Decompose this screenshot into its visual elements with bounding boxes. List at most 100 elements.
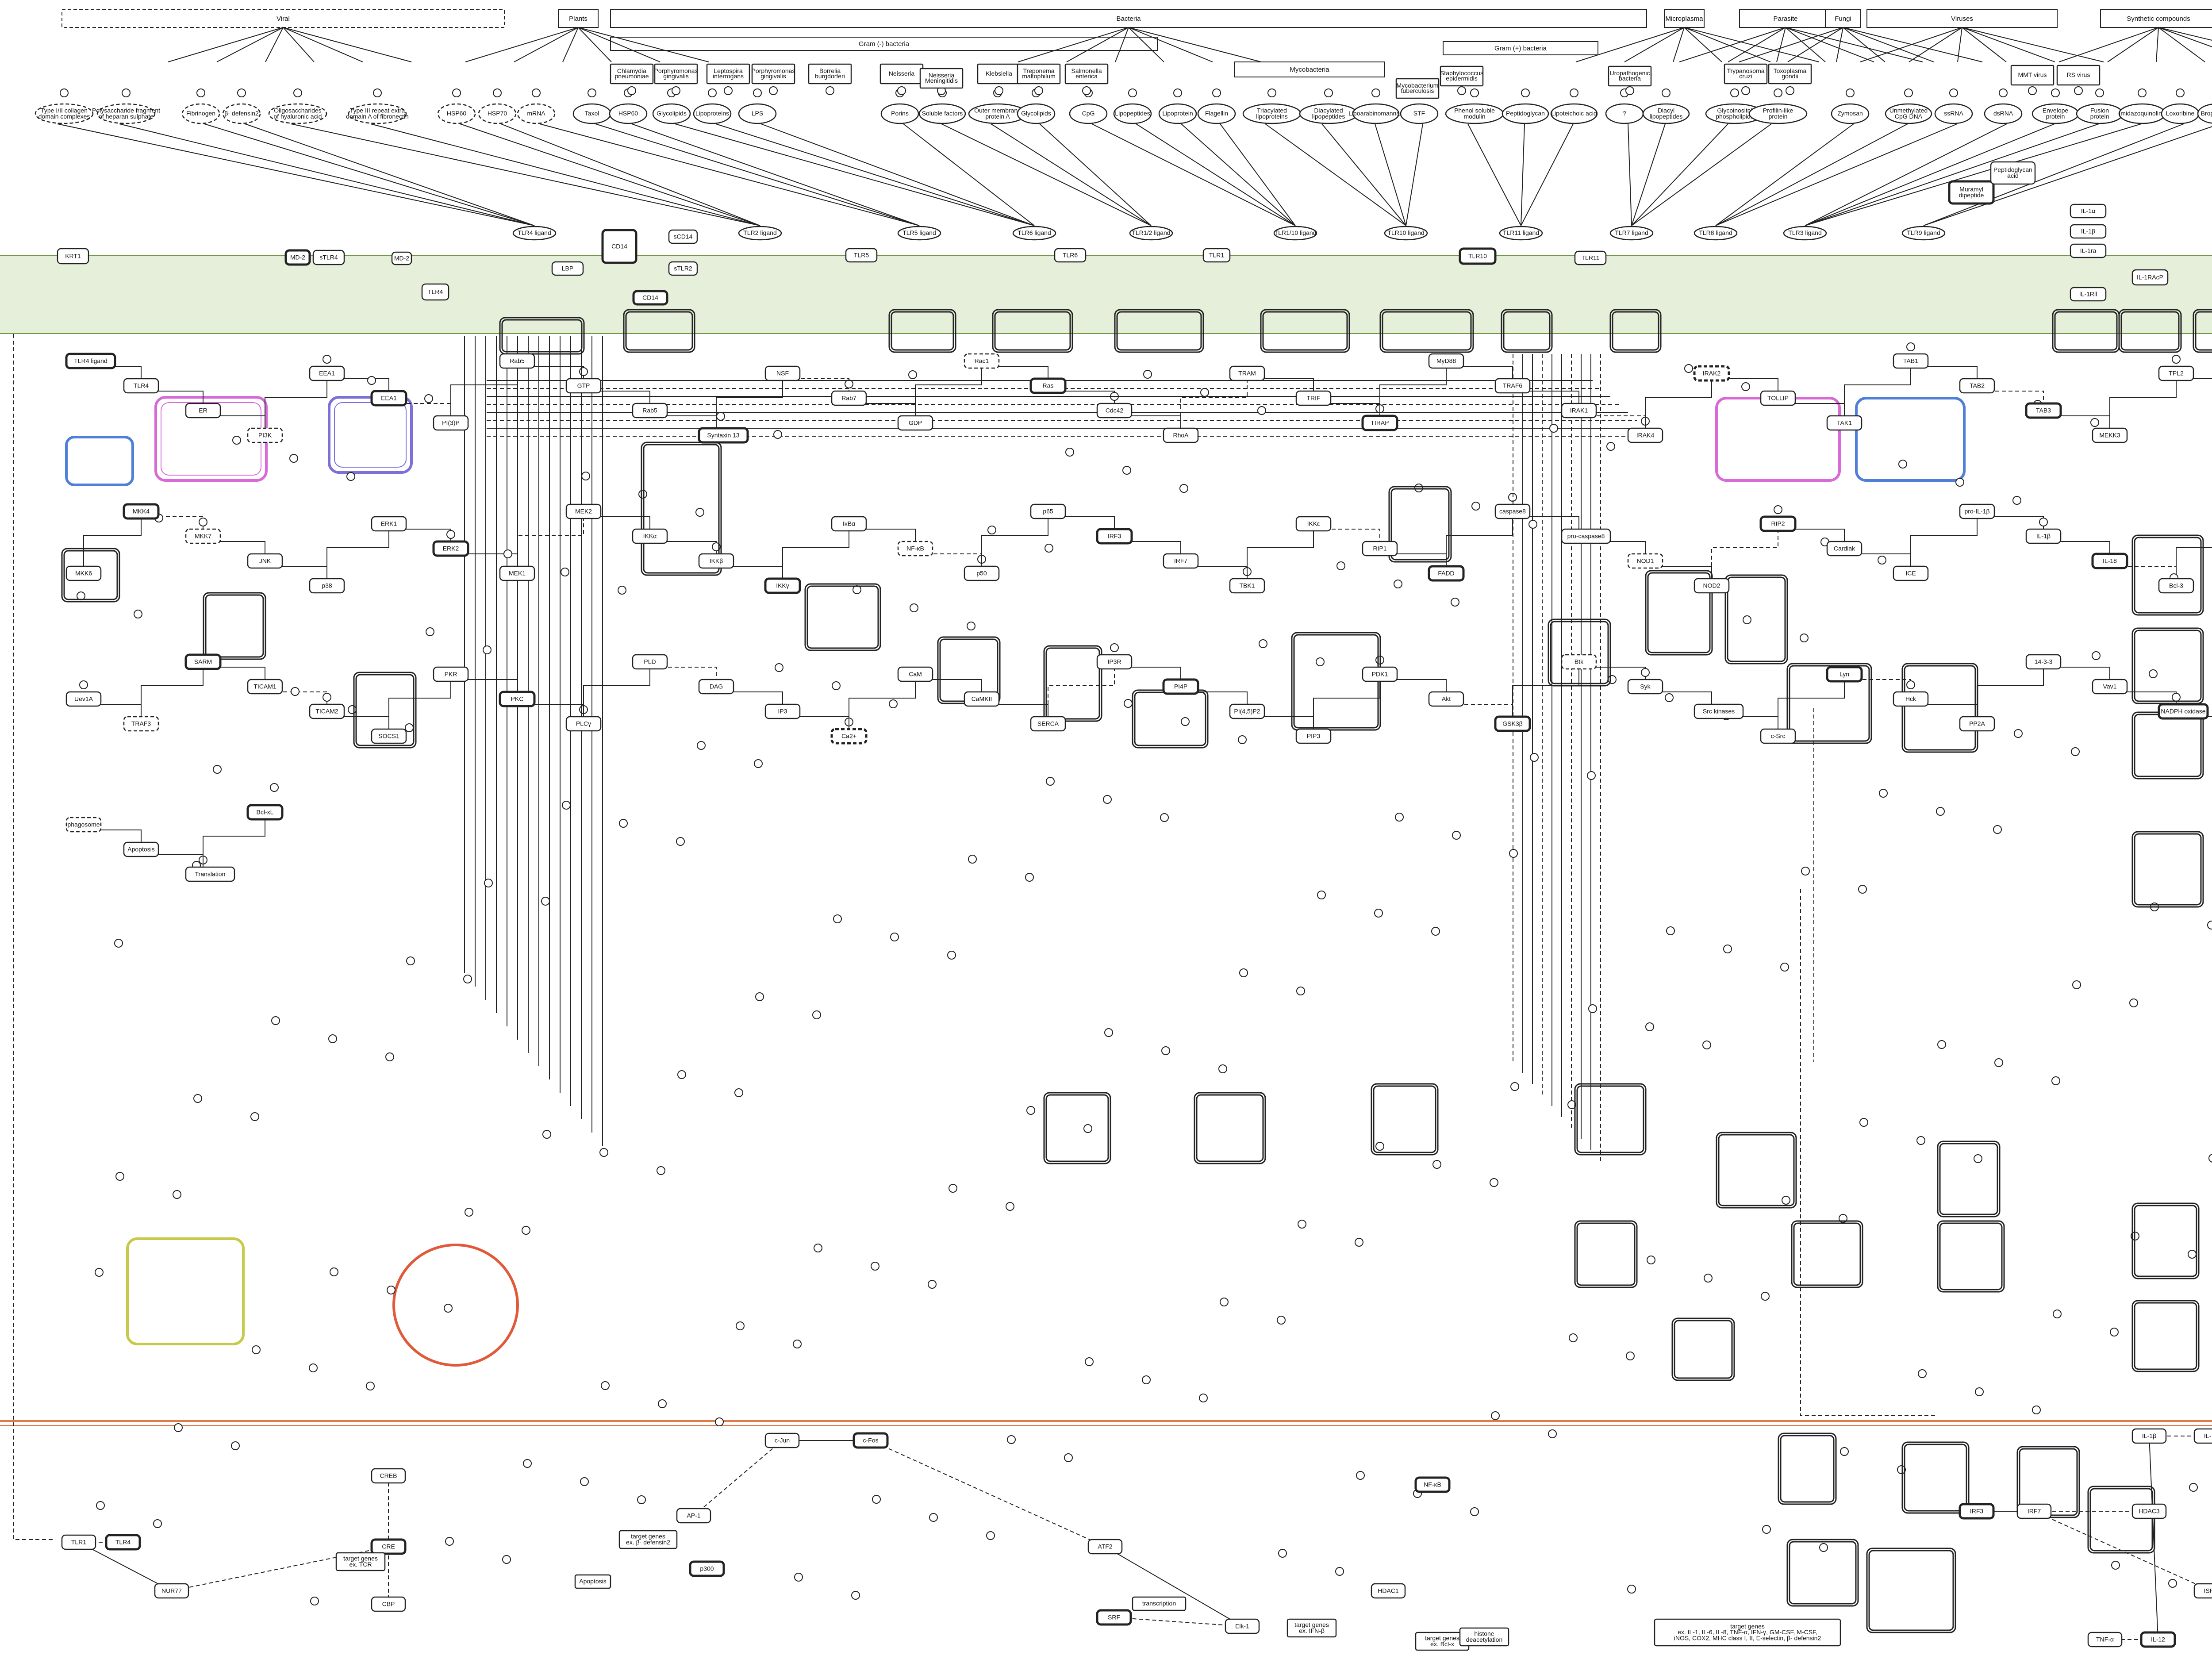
node-label-il-18: IL-18 <box>2204 1432 2212 1440</box>
transition-node <box>588 88 596 97</box>
edge <box>1673 27 1685 62</box>
node-pkr: PKR <box>433 666 469 682</box>
node-irf3: IRF3 <box>1096 528 1133 545</box>
node-gsk3: GSK3β <box>1494 715 1531 732</box>
transition-node <box>1570 88 1578 97</box>
node-label-creb: CREB <box>380 1472 397 1479</box>
transition-node <box>367 376 376 385</box>
node-label-mkk7: MKK7 <box>195 533 211 540</box>
node-label-pip3: PIP3 <box>1307 733 1321 740</box>
complex-complex-18 <box>2131 831 2204 908</box>
complex-complex-3 <box>641 442 722 576</box>
edge <box>1679 27 1786 62</box>
node-label-il-12: IL-12 <box>2151 1636 2165 1643</box>
transition-node <box>252 1345 261 1354</box>
edge <box>57 123 535 226</box>
transition-node <box>2095 88 2104 97</box>
transition-node <box>1085 1357 1094 1366</box>
edge <box>283 27 412 62</box>
edge <box>583 655 650 731</box>
node-label-peptidoglycan: Peptidoglycan <box>1506 110 1545 117</box>
transition-node <box>1457 86 1466 95</box>
edge <box>915 354 982 430</box>
edge <box>216 27 284 62</box>
transition-node <box>967 622 975 630</box>
transition-node <box>833 914 842 923</box>
node-imidazoquinoline: Imidazoquinoline <box>2118 103 2166 124</box>
node-pip3: PIP3 <box>1295 728 1332 744</box>
node-label-il-1: IL-1β <box>2081 228 2095 235</box>
node-label-rab7: Rab7 <box>841 395 856 402</box>
node-label-isre: ISRE <box>2204 1587 2212 1594</box>
node-lipoprotein: Lipoprotein <box>1158 103 1197 124</box>
node-stf: STF <box>1400 103 1439 124</box>
edge <box>1909 27 1962 62</box>
transition-node <box>406 956 415 965</box>
complex-complex-22 <box>1574 1083 1647 1156</box>
node-label-pi4p: PI4P <box>1174 683 1187 690</box>
transition-node <box>1046 777 1055 786</box>
node-rs-virus: RS virus <box>2056 65 2101 86</box>
node-hdac3: HDAC3 <box>2131 1503 2167 1519</box>
node-label-tlr4: TLR4 <box>428 288 443 296</box>
transition-node <box>637 1495 646 1504</box>
transition-node <box>619 819 628 828</box>
transition-node <box>1296 987 1305 995</box>
node-lps: LPS <box>738 103 777 124</box>
node-label-erk2: ERK2 <box>443 545 459 552</box>
node-label-lyn: Lyn <box>1839 671 1849 678</box>
complex-tlr11 <box>1609 309 1662 353</box>
transition-node <box>754 759 763 768</box>
node-c-src: c-Src <box>1760 728 1796 744</box>
transition-node <box>968 855 977 864</box>
transition-node <box>1025 873 1034 882</box>
node-label-tlr1-10-ligand: TLR1/10 ligand <box>1275 229 1317 236</box>
node-tlr1: TLR1 <box>1202 248 1231 263</box>
transition-node <box>1786 86 1794 95</box>
node-label-klebsiella: Klebsiella <box>986 70 1012 77</box>
node-tlr10: TLR10 <box>1459 247 1497 265</box>
node-src-kinases: Src kinases <box>1694 703 1744 719</box>
transition-node <box>115 1172 124 1181</box>
node-label-rac1: Rac1 <box>975 357 989 365</box>
edge <box>1728 27 1786 62</box>
transition-node <box>1431 927 1440 936</box>
node-label-srf: SRF <box>1108 1614 1120 1621</box>
node-label-md-2: MD-2 <box>394 255 409 262</box>
node-rip1: RIP1 <box>1362 541 1398 557</box>
node-il-1rll: IL-1Rll <box>2070 287 2107 302</box>
node-pp2a: PP2A <box>1959 716 1995 732</box>
edge <box>1631 123 1772 226</box>
transition-node <box>1220 1298 1229 1306</box>
transition-node <box>373 88 382 97</box>
edge <box>1375 123 1406 226</box>
transition-node <box>1730 88 1739 97</box>
node-label-hdac1: HDAC1 <box>1378 1587 1399 1594</box>
node-creb: CREB <box>371 1468 406 1484</box>
node-mek2: MEK2 <box>565 503 602 519</box>
node-label-tlr6-ligand: TLR6 ligand <box>1018 229 1051 236</box>
transition-node <box>426 627 434 636</box>
transition-node <box>889 699 898 708</box>
complex-complex-12 <box>1724 574 1788 664</box>
node-tlr7-ligand: TLR7 ligand <box>1609 226 1654 241</box>
node-label-soluble-factors: Soluble factors <box>922 110 963 117</box>
edge <box>1128 27 1262 62</box>
header-viruses: Viruses <box>1866 9 2058 28</box>
node-label-cam: CaM <box>909 671 922 678</box>
transition-node <box>293 88 302 97</box>
node-label-irf7: IRF7 <box>2028 1508 2041 1515</box>
transition-node <box>1082 86 1091 95</box>
transition-node <box>309 1363 318 1372</box>
node-label-ip3: IP3 <box>778 708 787 715</box>
transition-node <box>522 1226 530 1235</box>
node-trif: TRIF <box>1295 390 1332 406</box>
transition-node <box>1490 1178 1498 1187</box>
